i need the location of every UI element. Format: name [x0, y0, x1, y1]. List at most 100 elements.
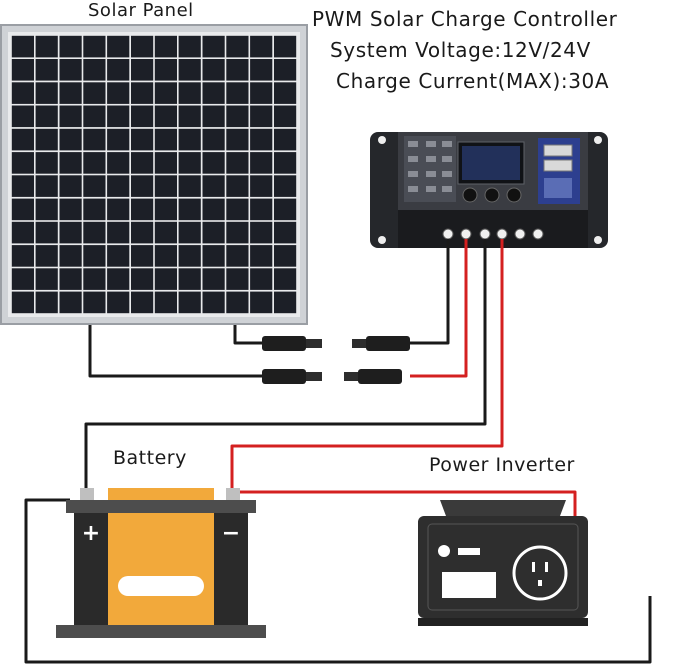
solar-cell — [154, 198, 177, 221]
wires — [24, 239, 652, 664]
solar-cell — [226, 268, 249, 290]
solar-cell — [59, 82, 82, 104]
solar-cell — [59, 221, 82, 244]
solar-cell — [274, 268, 297, 290]
solar-cell — [35, 35, 58, 58]
solar-cell — [59, 105, 82, 128]
solar-cell — [226, 35, 249, 58]
inverter-positive-wire — [238, 490, 577, 516]
solar-cell — [35, 221, 58, 244]
solar-cell — [178, 35, 201, 58]
solar-cell — [35, 105, 58, 128]
solar-cell — [274, 198, 297, 221]
solar-cell — [154, 35, 177, 58]
solar-cell — [178, 198, 201, 221]
solar-cell — [250, 105, 273, 128]
solar-cell — [107, 198, 130, 221]
battery-positive-symbol: + — [82, 521, 100, 546]
solar-cell — [59, 152, 82, 174]
solar-cell — [154, 221, 177, 244]
solar-cell — [35, 268, 58, 290]
solar-cell — [35, 198, 58, 221]
solar-cell — [59, 198, 82, 221]
solar-cell — [11, 105, 35, 128]
controller-title-block: PWM Solar Charge Controller System Volta… — [312, 4, 672, 97]
solar-cell — [274, 35, 297, 58]
solar-cell — [154, 152, 177, 174]
solar-cell — [226, 221, 249, 244]
mc4-male-upper-left — [262, 336, 322, 351]
solar-cell — [202, 82, 225, 104]
controller-pv-negative-wire — [410, 239, 450, 345]
solar-cell — [202, 152, 225, 174]
solar-cell — [226, 105, 249, 128]
solar-cell — [11, 152, 35, 174]
solar-cell — [59, 128, 82, 151]
solar-cell — [226, 291, 249, 314]
solar-cell — [274, 175, 297, 197]
solar-cell — [11, 245, 35, 267]
battery-positive-wire — [230, 239, 504, 492]
solar-cell — [11, 291, 35, 314]
solar-cell — [59, 291, 82, 314]
solar-cell — [59, 35, 82, 58]
solar-cell — [178, 59, 201, 81]
solar-cell — [11, 198, 35, 221]
solar-cell — [11, 221, 35, 244]
solar-cell — [107, 128, 130, 151]
panel-positive-wire — [233, 325, 262, 345]
solar-panel-label: Solar Panel — [88, 0, 194, 21]
power-inverter-label: Power Inverter — [429, 454, 575, 476]
solar-cell — [250, 152, 273, 174]
solar-cell — [35, 175, 58, 197]
solar-cell — [131, 59, 154, 81]
solar-cell — [11, 59, 35, 81]
solar-cell — [178, 268, 201, 290]
solar-cell — [59, 175, 82, 197]
solar-cell — [178, 82, 201, 104]
solar-cell — [202, 268, 225, 290]
solar-cell — [83, 245, 106, 267]
solar-cell — [274, 291, 297, 314]
solar-cell — [131, 198, 154, 221]
solar-cell — [178, 105, 201, 128]
solar-cell — [107, 175, 130, 197]
solar-cell — [274, 152, 297, 174]
solar-cell — [154, 175, 177, 197]
solar-cell — [107, 35, 130, 58]
solar-cell — [226, 198, 249, 221]
solar-cell — [83, 291, 106, 314]
solar-cell — [59, 245, 82, 267]
solar-cell — [11, 35, 35, 58]
solar-cell — [178, 128, 201, 151]
charge-current-text: Charge Current(MAX):30A — [336, 69, 610, 93]
solar-cell — [11, 268, 35, 290]
solar-cell — [226, 175, 249, 197]
solar-cell — [83, 175, 106, 197]
solar-cell — [154, 82, 177, 104]
solar-cell — [226, 82, 249, 104]
solar-cell — [154, 59, 177, 81]
solar-cell — [202, 291, 225, 314]
solar-cell — [83, 198, 106, 221]
solar-cell — [274, 128, 297, 151]
solar-cell — [131, 128, 154, 151]
solar-cell — [226, 245, 249, 267]
controller-title: PWM Solar Charge Controller — [312, 7, 618, 31]
solar-cell — [131, 291, 154, 314]
panel-negative-wire — [88, 325, 262, 378]
solar-cell — [131, 245, 154, 267]
solar-cell — [154, 291, 177, 314]
solar-cell — [35, 152, 58, 174]
solar-cell — [107, 82, 130, 104]
solar-cells-grid — [11, 35, 297, 314]
solar-cell — [202, 175, 225, 197]
solar-cell — [131, 268, 154, 290]
solar-cell — [83, 35, 106, 58]
solar-cell — [35, 128, 58, 151]
solar-cell — [178, 175, 201, 197]
solar-cell — [274, 82, 297, 104]
solar-cell — [202, 198, 225, 221]
solar-cell — [131, 105, 154, 128]
controller-pv-positive-wire — [410, 239, 468, 378]
